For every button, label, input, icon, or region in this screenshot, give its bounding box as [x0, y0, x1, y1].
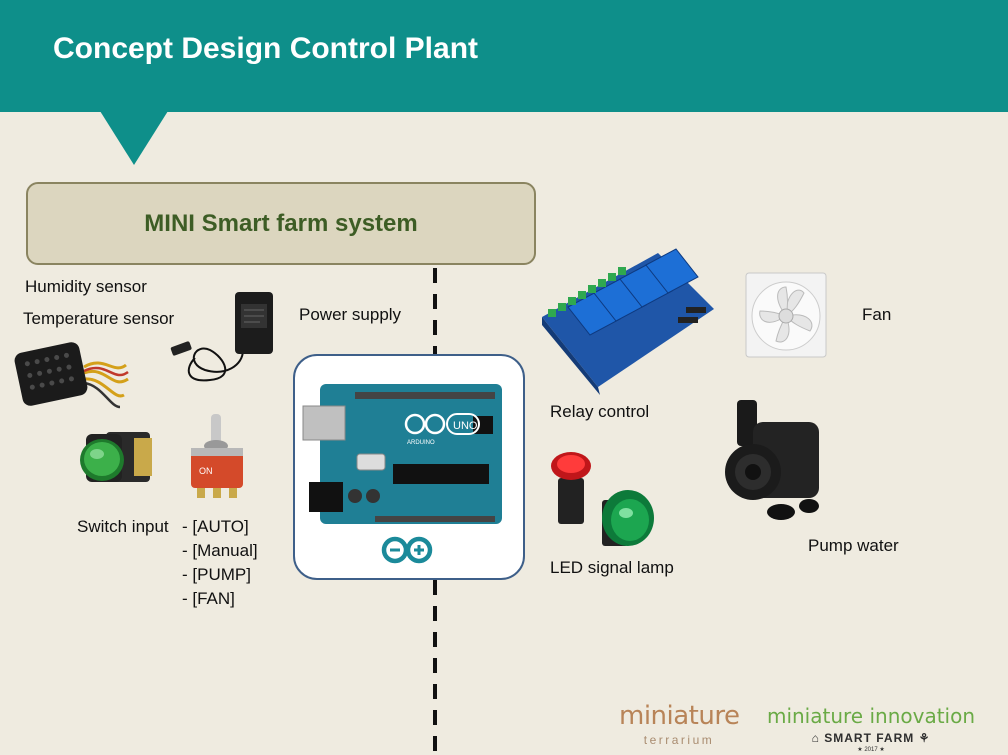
system-box: MINI Smart farm system	[26, 182, 536, 265]
switch-input-label: Switch input	[77, 517, 169, 536]
miniature-innovation-logo: miniature innovation ⌂ SMART FARM ⚘ ★ 20…	[756, 704, 986, 753]
pump-water-label: Pump water	[808, 536, 899, 555]
terrarium-logo-sub: terrarium	[643, 733, 715, 747]
innovation-logo-year: ★ 2017 ★	[756, 746, 986, 753]
humidity-sensor-label: Humidity sensor	[25, 277, 147, 296]
water-pump-image	[725, 400, 819, 520]
power-supply-label: Power supply	[299, 305, 402, 324]
relay-module-image	[542, 248, 714, 395]
toggle-switch-image: ON	[191, 414, 243, 498]
push-button-image	[80, 432, 152, 482]
switch-option-manual: - [Manual]	[182, 541, 258, 560]
switch-option-auto: - [AUTO]	[182, 517, 249, 536]
switch-option-pump: - [PUMP]	[182, 565, 251, 584]
star-icon: ★	[877, 747, 885, 753]
arduino-frame: UNO ARDUINO	[293, 354, 525, 580]
fan-label: Fan	[862, 305, 892, 324]
header-bar: Concept Design Control Plant	[0, 0, 1008, 112]
page-title: Concept Design Control Plant	[53, 32, 479, 65]
arduino-uno-text: UNO	[453, 420, 478, 432]
innovation-logo-main: miniature innovation	[766, 704, 976, 728]
system-title: MINI Smart farm system	[144, 209, 418, 237]
led-lamp-image	[551, 452, 654, 546]
arduino-brand-text: ARDUINO	[407, 440, 435, 446]
header-pointer	[100, 111, 168, 165]
relay-control-label: Relay control	[550, 402, 650, 421]
miniature-terrarium-logo: miniature terrarium	[619, 701, 740, 747]
switch-option-fan: - [FAN]	[182, 589, 235, 608]
svg-text:ON: ON	[199, 466, 213, 476]
sprout-icon: ⚘	[914, 731, 931, 745]
arduino-board-image: UNO ARDUINO	[302, 384, 502, 564]
innovation-logo-year-text: 2017	[864, 747, 878, 753]
fan-image	[745, 272, 827, 358]
innovation-logo-sub: ⌂ SMART FARM ⚘	[756, 731, 986, 745]
humidity-sensor-image	[14, 342, 129, 409]
terrarium-logo-main: miniature	[619, 701, 740, 731]
innovation-logo-sub-text: SMART FARM	[824, 731, 915, 745]
temperature-sensor-label: Temperature sensor	[23, 309, 175, 328]
barn-icon: ⌂	[811, 731, 825, 745]
star-icon: ★	[857, 747, 865, 753]
power-adapter-image	[170, 292, 273, 382]
arduino-logo-icon	[381, 536, 433, 564]
led-signal-lamp-label: LED signal lamp	[550, 558, 674, 577]
